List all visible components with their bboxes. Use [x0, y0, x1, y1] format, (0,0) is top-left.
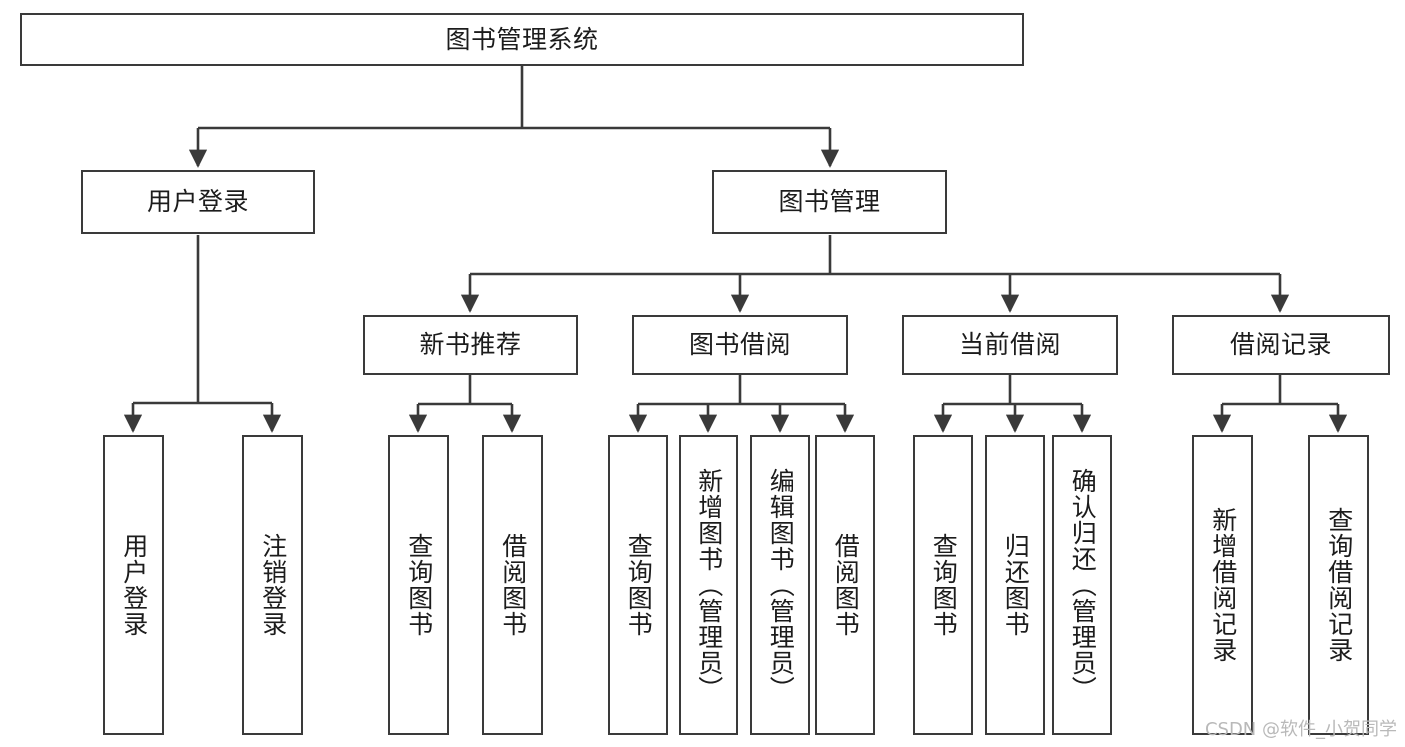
- node-new-book-recommend[interactable]: 新书推荐: [363, 315, 578, 375]
- node-book-borrow[interactable]: 图书借阅: [632, 315, 848, 375]
- node-book-manage-label: 图书管理: [778, 187, 881, 216]
- leaf-user-logout-label: 注销登录: [258, 533, 288, 637]
- leaf-query-book-2[interactable]: 查询图书: [608, 435, 668, 735]
- node-user-login[interactable]: 用户登录: [81, 170, 315, 234]
- leaf-user-login-label: 用户登录: [119, 533, 149, 637]
- node-root[interactable]: 图书管理系统: [20, 13, 1024, 66]
- leaf-query-book-1-label: 查询图书: [404, 533, 434, 637]
- leaf-query-book-1[interactable]: 查询图书: [388, 435, 449, 735]
- leaf-add-record[interactable]: 新增借阅记录: [1192, 435, 1253, 735]
- node-book-borrow-label: 图书借阅: [688, 330, 791, 359]
- leaf-return-book-label: 归还图书: [1001, 533, 1031, 637]
- node-user-login-label: 用户登录: [146, 187, 249, 216]
- leaf-query-record[interactable]: 查询借阅记录: [1308, 435, 1369, 735]
- leaf-borrow-book-2-label: 借阅图书: [831, 533, 861, 637]
- csdn-watermark: CSDN @软件_小贺同学: [1204, 719, 1397, 740]
- leaf-borrow-book-2[interactable]: 借阅图书: [815, 435, 875, 735]
- leaf-return-book[interactable]: 归还图书: [985, 435, 1045, 735]
- leaf-add-book-label: 新增图书（管理员）: [694, 468, 724, 702]
- node-current-borrow-label: 当前借阅: [958, 330, 1061, 359]
- leaf-query-book-2-label: 查询图书: [624, 533, 654, 637]
- leaf-edit-book[interactable]: 编辑图书（管理员）: [750, 435, 810, 735]
- leaf-borrow-book-1[interactable]: 借阅图书: [482, 435, 543, 735]
- node-borrow-record[interactable]: 借阅记录: [1172, 315, 1390, 375]
- leaf-query-book-3[interactable]: 查询图书: [913, 435, 973, 735]
- node-current-borrow[interactable]: 当前借阅: [902, 315, 1118, 375]
- leaf-confirm-return-label: 确认归还（管理员）: [1068, 468, 1098, 702]
- node-borrow-record-label: 借阅记录: [1229, 330, 1332, 359]
- leaf-edit-book-label: 编辑图书（管理员）: [766, 468, 796, 702]
- node-book-manage[interactable]: 图书管理: [712, 170, 947, 234]
- leaf-add-book[interactable]: 新增图书（管理员）: [679, 435, 738, 735]
- leaf-borrow-book-1-label: 借阅图书: [498, 533, 528, 637]
- leaf-confirm-return[interactable]: 确认归还（管理员）: [1052, 435, 1112, 735]
- leaf-query-record-label: 查询借阅记录: [1324, 507, 1354, 663]
- leaf-user-login[interactable]: 用户登录: [103, 435, 164, 735]
- leaf-user-logout[interactable]: 注销登录: [242, 435, 303, 735]
- node-root-label: 图书管理系统: [445, 24, 599, 54]
- node-new-book-recommend-label: 新书推荐: [419, 330, 522, 359]
- leaf-add-record-label: 新增借阅记录: [1208, 507, 1238, 663]
- leaf-query-book-3-label: 查询图书: [929, 533, 959, 637]
